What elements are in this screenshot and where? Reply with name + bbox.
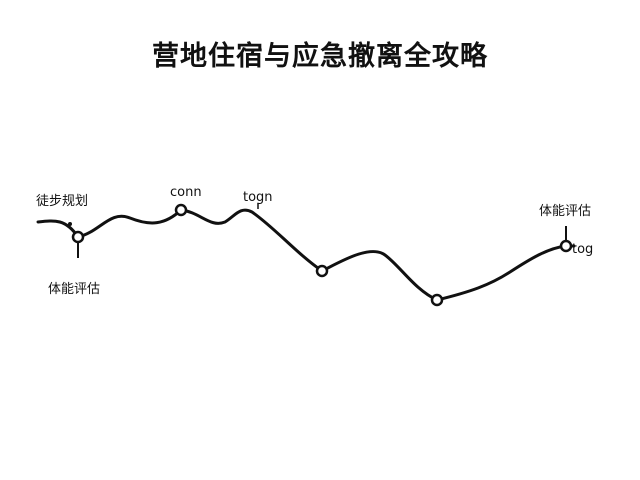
waypoint-3 bbox=[315, 264, 329, 278]
waypoint-5 bbox=[559, 239, 573, 253]
small-dot-marker bbox=[68, 222, 72, 226]
label-hiking-plan: 徒步规划 bbox=[36, 194, 88, 209]
label-tog: tog bbox=[572, 242, 593, 257]
label-conn: conn bbox=[170, 185, 202, 200]
waypoint-2 bbox=[174, 203, 188, 217]
waypoint-4 bbox=[430, 293, 444, 307]
route-line bbox=[36, 208, 576, 302]
waypoint-1 bbox=[71, 230, 85, 244]
page-title: 营地住宿与应急撤离全攻略 bbox=[152, 41, 488, 72]
label-togn: togn bbox=[243, 190, 273, 205]
label-fitness-right: 体能评估 bbox=[539, 204, 591, 219]
label-fitness-left: 体能评估 bbox=[48, 282, 100, 297]
